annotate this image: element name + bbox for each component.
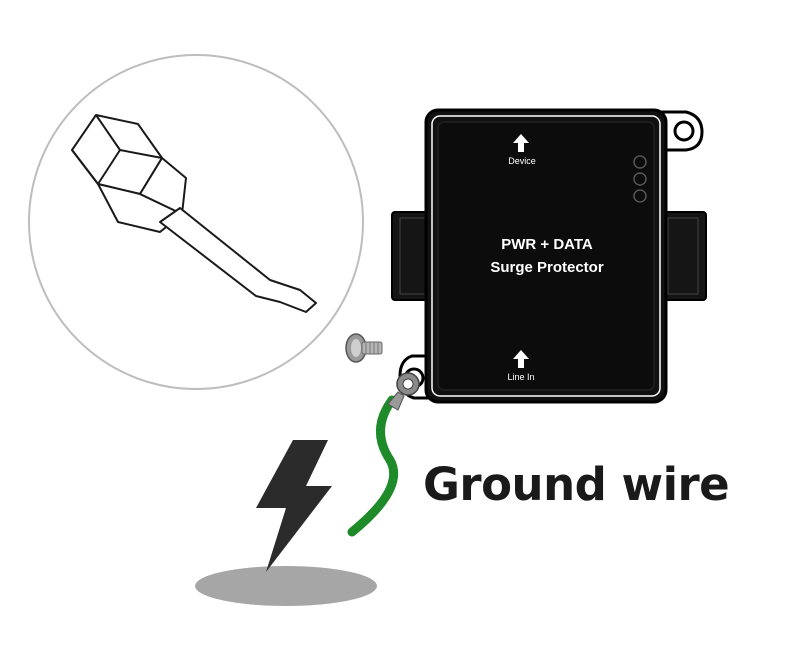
status-led-1 <box>633 155 647 169</box>
port-bottom-label: Line In <box>507 372 534 382</box>
ground-wire <box>347 372 420 537</box>
lightning-bolt-icon <box>256 440 332 572</box>
screw-icon <box>345 333 383 363</box>
surge-protector-device: Device PWR + DATA Surge Protector Line I… <box>391 108 707 404</box>
device-title-line1: PWR + DATA <box>501 236 593 253</box>
screwdriver-callout <box>28 54 364 390</box>
ground-wire-label: Ground wire <box>423 458 730 511</box>
screwdriver-icon <box>71 114 317 313</box>
device-title-line2: Surge Protector <box>490 259 604 276</box>
port-top-label: Device <box>508 156 536 166</box>
status-led-2 <box>633 172 647 186</box>
arrow-up-icon <box>513 350 529 368</box>
arrow-up-icon <box>513 134 529 152</box>
status-led-3 <box>633 189 647 203</box>
ground-shadow <box>195 566 377 606</box>
